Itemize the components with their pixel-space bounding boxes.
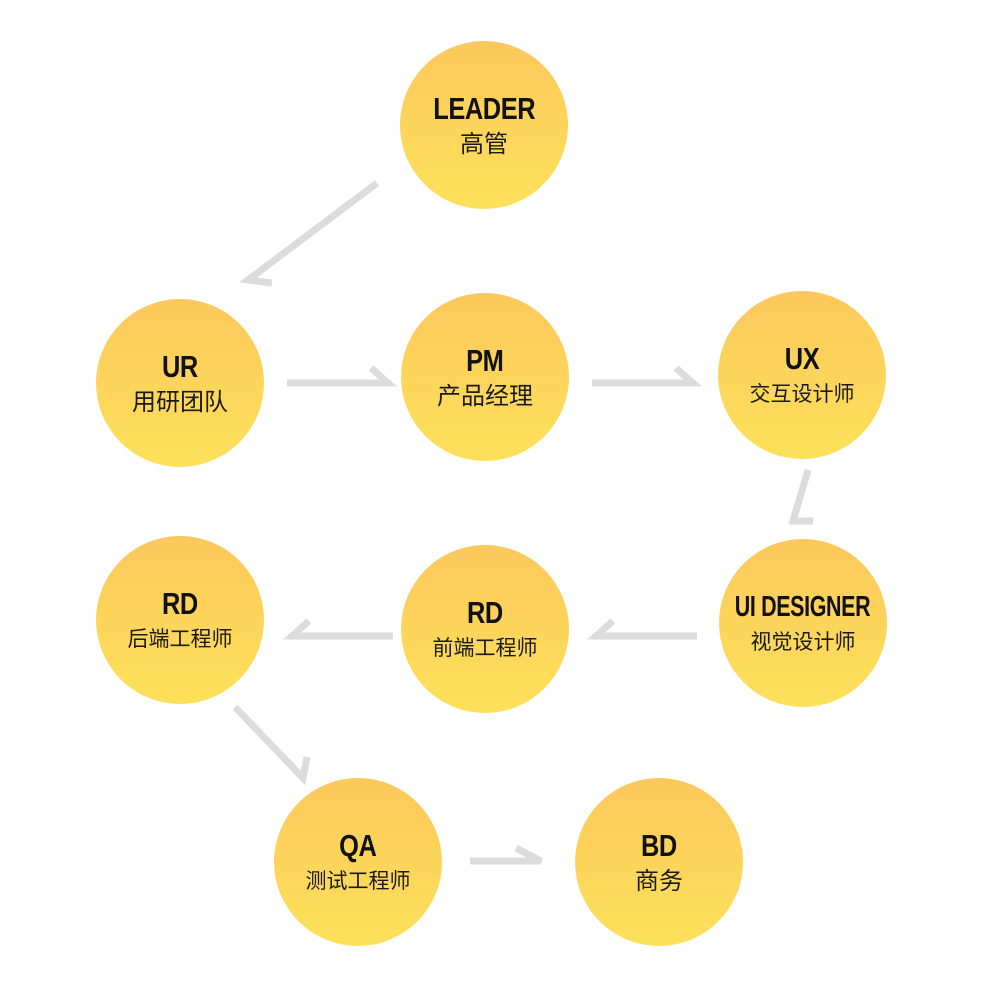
- node-ui-designer-label: 视觉设计师: [750, 630, 856, 654]
- node-ur-label: 用研团队: [132, 388, 228, 416]
- node-qa-role: QA: [339, 828, 377, 863]
- node-qa-label: 测试工程师: [305, 869, 411, 893]
- arrow-ur-to-pm: [287, 365, 398, 387]
- node-bd-role: BD: [641, 828, 677, 863]
- node-leader-role: LEADER: [432, 91, 536, 126]
- node-ui-designer-role: UI DESIGNER: [735, 591, 871, 623]
- node-leader: LEADER 高管: [400, 41, 568, 209]
- node-pm: PM 产品经理: [401, 293, 569, 461]
- node-leader-label: 高管: [460, 130, 508, 158]
- node-rd-frontend: RD 前端工程师: [401, 545, 569, 713]
- node-ui-designer: UI DESIGNER 视觉设计师: [719, 539, 887, 707]
- node-rd-backend-role: RD: [162, 586, 198, 621]
- node-ur-role: UR: [162, 349, 198, 384]
- arrow-rdfront-to-rdback: [282, 618, 393, 640]
- arrow-qa-to-bd: [470, 844, 543, 865]
- node-qa: QA 测试工程师: [274, 778, 442, 946]
- node-rd-backend-label: 后端工程师: [127, 627, 233, 651]
- node-pm-label: 产品经理: [437, 382, 533, 410]
- node-ux-label: 交互设计师: [749, 382, 855, 406]
- arrow-pm-to-ux: [592, 365, 703, 387]
- node-rd-frontend-role: RD: [467, 595, 503, 630]
- node-bd-label: 商务: [635, 867, 683, 895]
- arrow-ux-to-ui: [788, 469, 813, 525]
- arrow-ui-to-rdfront: [586, 618, 697, 640]
- node-rd-frontend-label: 前端工程师: [432, 636, 538, 660]
- node-ux: UX 交互设计师: [718, 291, 886, 459]
- node-rd-backend: RD 后端工程师: [96, 536, 264, 704]
- node-ux-role: UX: [784, 341, 820, 376]
- node-ur: UR 用研团队: [96, 299, 264, 467]
- node-pm-role: PM: [466, 343, 504, 378]
- arrow-leader-to-ur: [238, 180, 380, 287]
- arrow-rdback-to-qa: [232, 704, 311, 786]
- node-bd: BD 商务: [575, 778, 743, 946]
